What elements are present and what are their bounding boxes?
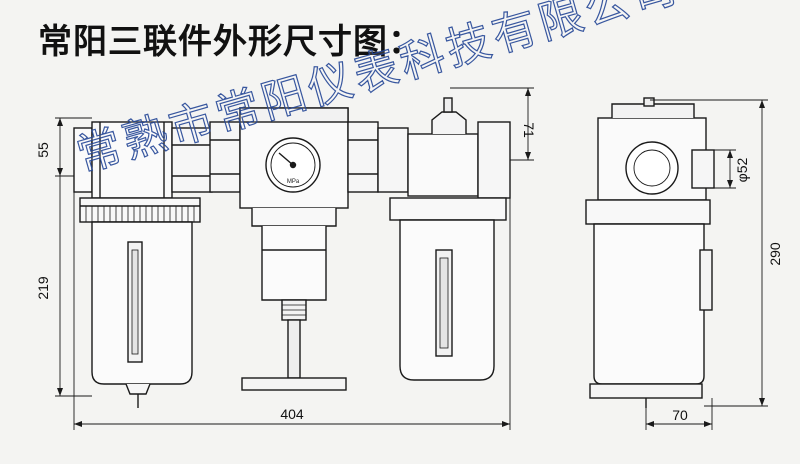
- dim-height-total: 290: [767, 242, 783, 266]
- page-title: 常阳三联件外形尺寸图：: [38, 22, 423, 62]
- dim-height-body: 219: [35, 276, 51, 300]
- dim-height-top: 55: [35, 142, 51, 158]
- dim-depth: 70: [672, 407, 688, 423]
- dim-diameter: φ52: [734, 157, 750, 182]
- dimension-lines: [55, 87, 768, 430]
- regulator-unit: [209, 107, 379, 391]
- side-view: [585, 97, 715, 408]
- dim-top-offset: 71: [521, 122, 537, 138]
- lubricator-unit: [377, 97, 511, 381]
- dimension-arrows: [57, 88, 765, 427]
- gauge-unit-label: MPa: [287, 179, 300, 185]
- dim-width-total: 404: [280, 406, 304, 422]
- filter-unit: [73, 121, 213, 408]
